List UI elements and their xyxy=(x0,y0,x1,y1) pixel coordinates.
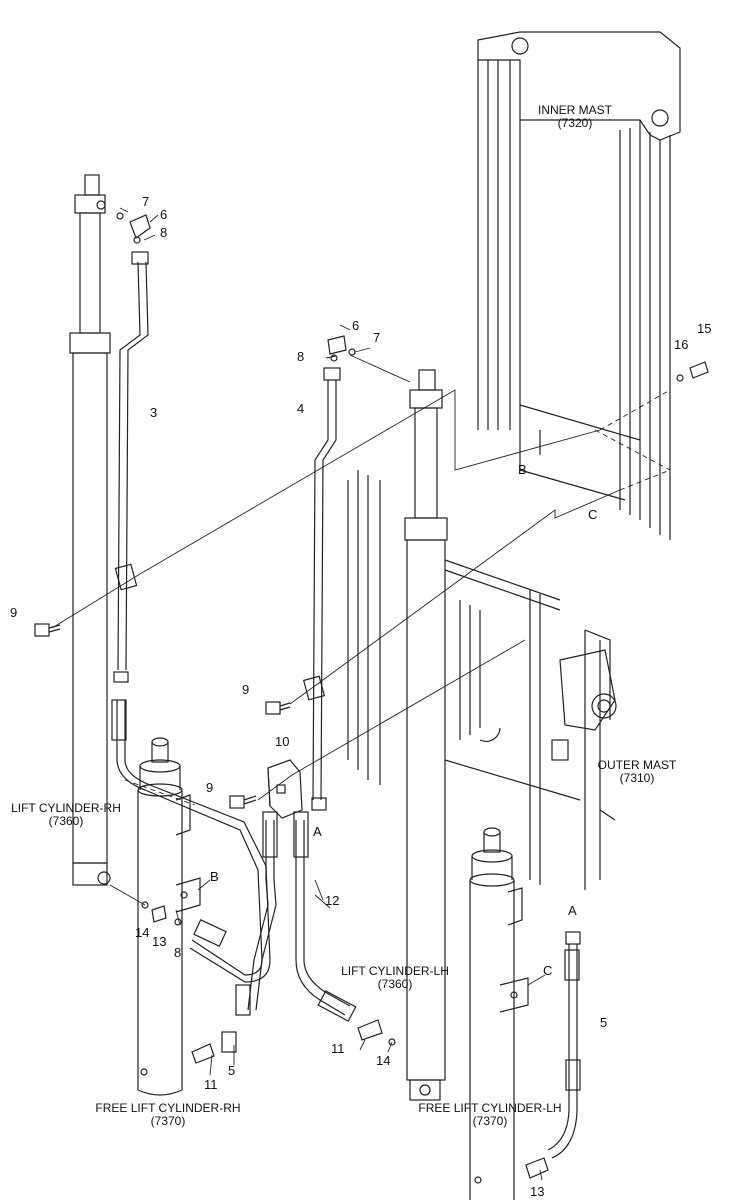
callout-9-left: 9 xyxy=(10,605,17,620)
callout-10: 10 xyxy=(275,734,289,749)
callout-8-mid: 8 xyxy=(297,349,304,364)
callout-11-lh: 11 xyxy=(331,1041,345,1056)
callout-6-top: 6 xyxy=(160,207,167,222)
free-lift-lh-label: FREE LIFT CYLINDER-LH xyxy=(418,1101,561,1115)
block-10 xyxy=(267,759,303,819)
callout-13-rh: 13 xyxy=(152,934,166,949)
hose-4 xyxy=(302,367,341,811)
callout-3: 3 xyxy=(150,405,157,420)
fittings xyxy=(34,212,709,1179)
callout-16: 16 xyxy=(674,337,688,352)
callout-15: 15 xyxy=(697,321,711,336)
callout-11-rh: 11 xyxy=(204,1077,218,1092)
hose-12 xyxy=(235,811,357,1022)
outer-mast xyxy=(347,470,617,890)
outer-mast-label: OUTER MAST xyxy=(598,758,677,772)
lift-cylinder-lh-code: (7360) xyxy=(378,977,413,991)
callout-12: 12 xyxy=(325,893,339,908)
free-lift-lh-code: (7370) xyxy=(473,1114,508,1128)
callout-14-lh: 14 xyxy=(376,1053,390,1068)
callout-5-lh: 5 xyxy=(600,1015,607,1030)
inner-mast xyxy=(477,31,681,540)
dashed-lines xyxy=(124,389,671,806)
free-lift-cylinder-rh xyxy=(137,737,201,1096)
callout-4: 4 xyxy=(297,401,304,416)
callout-5-rh: 5 xyxy=(228,1063,235,1078)
callout-6-mid: 6 xyxy=(352,318,359,333)
hose-5 xyxy=(547,931,581,1159)
callout-9-low: 9 xyxy=(206,780,213,795)
lift-cylinder-rh xyxy=(69,174,111,886)
free-lift-rh-label: FREE LIFT CYLINDER-RH xyxy=(95,1101,240,1115)
free-lift-cylinder-lh xyxy=(469,827,529,1200)
callout-8-top: 8 xyxy=(160,225,167,240)
callout-7-mid: 7 xyxy=(373,330,380,345)
lift-cylinder-rh-label: LIFT CYLINDER-RH xyxy=(11,801,121,815)
inner-mast-code: (7320) xyxy=(558,116,593,130)
ref-c-mast: C xyxy=(588,507,597,522)
hose-3 xyxy=(111,251,271,983)
lift-cylinder-rh-code: (7360) xyxy=(49,814,84,828)
ref-a-right: A xyxy=(568,903,577,918)
lift-cylinder-lh-label: LIFT CYLINDER-LH xyxy=(341,964,449,978)
callout-14-rh: 14 xyxy=(135,925,149,940)
outer-mast-code: (7310) xyxy=(620,771,655,785)
ref-a-mid: A xyxy=(313,824,322,839)
ref-b-cyl: B xyxy=(210,869,219,884)
ref-b-mast: B xyxy=(518,462,527,477)
inner-mast-label: INNER MAST xyxy=(538,103,613,117)
callout-7-top: 7 xyxy=(142,194,149,209)
lift-cylinder-lh xyxy=(404,369,448,1101)
callout-9-mid: 9 xyxy=(242,682,249,697)
ref-c-cyl: C xyxy=(543,963,552,978)
free-lift-rh-code: (7370) xyxy=(151,1114,186,1128)
callout-13-lh: 13 xyxy=(530,1184,544,1199)
reference-lines xyxy=(51,207,621,1181)
callout-8-bottom: 8 xyxy=(174,945,181,960)
